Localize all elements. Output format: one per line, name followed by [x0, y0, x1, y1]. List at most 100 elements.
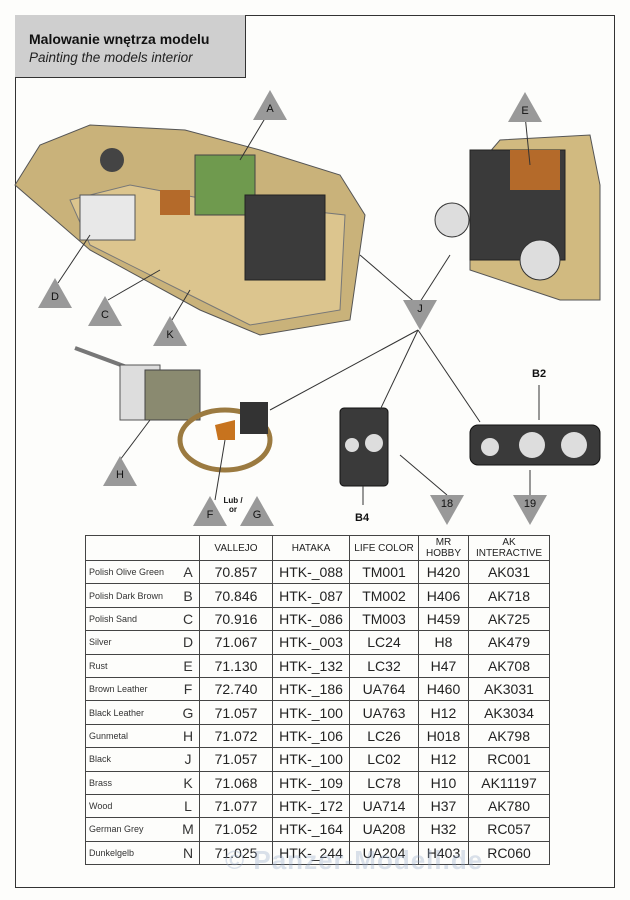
hataka-code: HTK-_172 [272, 793, 350, 819]
life-color-code: UA208 [349, 817, 419, 842]
color-code: C [177, 606, 200, 632]
hataka-code: HTK-_164 [272, 817, 350, 842]
hataka-code: HTK-_186 [272, 676, 350, 702]
vallejo-code: 72.740 [199, 676, 273, 702]
hataka-code: HTK-_003 [272, 630, 350, 655]
color-code: M [177, 817, 200, 842]
color-code: H [177, 723, 200, 749]
mr-hobby-code: H10 [418, 770, 469, 795]
color-code: L [177, 793, 200, 819]
life-color-code: LC24 [349, 630, 419, 655]
callout-19: 19 [513, 495, 547, 525]
mr-hobby-code: H12 [418, 700, 469, 725]
color-name: Wood [85, 793, 177, 819]
title-polish: Malowanie wnętrza modelu [29, 31, 210, 47]
vallejo-code: 70.916 [199, 606, 273, 632]
color-name: German Grey [85, 817, 177, 842]
life-color-code: UA764 [349, 676, 419, 702]
color-code: N [177, 840, 200, 866]
ak-interactive-code: AK3031 [468, 676, 550, 702]
mr-hobby-code: H420 [418, 559, 469, 585]
ak-interactive-code: AK798 [468, 723, 550, 749]
header-mr-hobby: MR HOBBY [418, 535, 469, 561]
engine-drawing [434, 134, 601, 301]
header-vallejo: VALLEJO [199, 535, 273, 561]
life-color-code: LC02 [349, 747, 419, 772]
vallejo-code: 71.077 [199, 793, 273, 819]
callout-e: E [508, 92, 542, 122]
mr-hobby-code: H32 [418, 817, 469, 842]
life-color-code: UA204 [349, 840, 419, 866]
header-hataka: HATAKA [272, 535, 350, 561]
vallejo-code: 71.068 [199, 770, 273, 795]
hull-interior-drawing [14, 124, 366, 336]
color-name: Black Leather [85, 700, 177, 725]
color-name: Polish Sand [85, 606, 177, 632]
mr-hobby-code: H47 [418, 653, 469, 678]
color-name: Rust [85, 653, 177, 678]
mr-hobby-code: H37 [418, 793, 469, 819]
callout-k: K [153, 316, 187, 346]
callout-c: C [88, 296, 122, 326]
color-code: B [177, 583, 200, 608]
vallejo-code: 71.057 [199, 747, 273, 772]
color-code: G [177, 700, 200, 725]
vallejo-code: 71.057 [199, 700, 273, 725]
ak-interactive-code: AK718 [468, 583, 550, 608]
color-code: J [177, 747, 200, 772]
life-color-code: LC32 [349, 653, 419, 678]
label-b2: B2 [532, 368, 547, 380]
color-name: Gunmetal [85, 723, 177, 749]
header-ak-interactive: AK INTERACTIVE [468, 535, 550, 561]
mr-hobby-code: H018 [418, 723, 469, 749]
hataka-code: HTK-_106 [272, 723, 350, 749]
ak-interactive-code: AK031 [468, 559, 550, 585]
color-code: F [177, 676, 200, 702]
ak-interactive-code: AK725 [468, 606, 550, 632]
vallejo-code: 71.072 [199, 723, 273, 749]
instrument-panel-b4 [339, 407, 389, 505]
leader-lines [57, 109, 531, 501]
hataka-code: HTK-_100 [272, 747, 350, 772]
ak-interactive-code: AK780 [468, 793, 550, 819]
mr-hobby-code: H403 [418, 840, 469, 866]
mr-hobby-code: H8 [418, 630, 469, 655]
color-name: Brass [85, 770, 177, 795]
gun-mount-drawing [74, 346, 273, 473]
ak-interactive-code: AK3034 [468, 700, 550, 725]
ak-interactive-code: AK708 [468, 653, 550, 678]
vallejo-code: 70.846 [199, 583, 273, 608]
hataka-code: HTK-_087 [272, 583, 350, 608]
hataka-code: HTK-_100 [272, 700, 350, 725]
color-name: Dunkelgelb [85, 840, 177, 866]
color-name: Polish Dark Brown [85, 583, 177, 608]
mr-hobby-code: H406 [418, 583, 469, 608]
vallejo-code: 71.025 [199, 840, 273, 866]
callout-18: 18 [430, 495, 464, 525]
color-name: Brown Leather [85, 676, 177, 702]
callout-a: A [253, 90, 287, 120]
watermark: © Panzer-Modell.de [225, 845, 484, 875]
hataka-code: HTK-_109 [272, 770, 350, 795]
mr-hobby-code: H460 [418, 676, 469, 702]
ak-interactive-code: RC001 [468, 747, 550, 772]
instrument-panel-b2 [469, 385, 601, 466]
life-color-code: TM002 [349, 583, 419, 608]
life-color-code: LC26 [349, 723, 419, 749]
callout-j: J [403, 300, 437, 330]
ak-interactive-code: RC057 [468, 817, 550, 842]
ak-interactive-code: AK11197 [468, 770, 550, 795]
header-blank [85, 535, 200, 561]
hataka-code: HTK-_244 [272, 840, 350, 866]
mr-hobby-code: H459 [418, 606, 469, 632]
hataka-code: HTK-_086 [272, 606, 350, 632]
